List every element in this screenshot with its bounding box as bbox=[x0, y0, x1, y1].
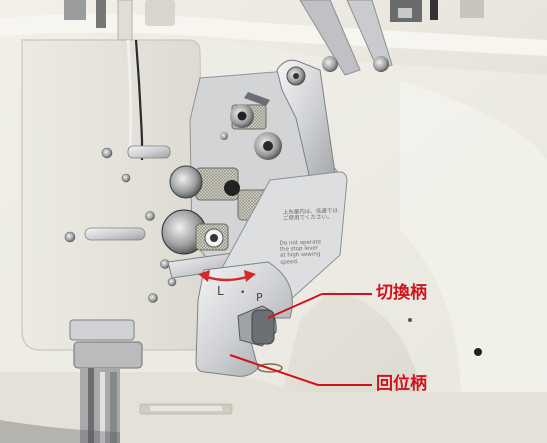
warning-plate-english-text: Do not operate the stop lever at high se… bbox=[279, 239, 322, 266]
warning-plate-japanese-text: 上糸案内は、低速ではご使用でください。 bbox=[282, 208, 338, 223]
lever-mark-l: L bbox=[217, 284, 224, 298]
return-lever-callout: 回位柄 bbox=[376, 374, 427, 394]
lever-mark-dot: • bbox=[240, 288, 246, 298]
direction-arrow-icon bbox=[198, 270, 256, 282]
switch-lever-callout: 切換柄 bbox=[376, 283, 427, 303]
lever-mark-p: P bbox=[256, 291, 263, 304]
